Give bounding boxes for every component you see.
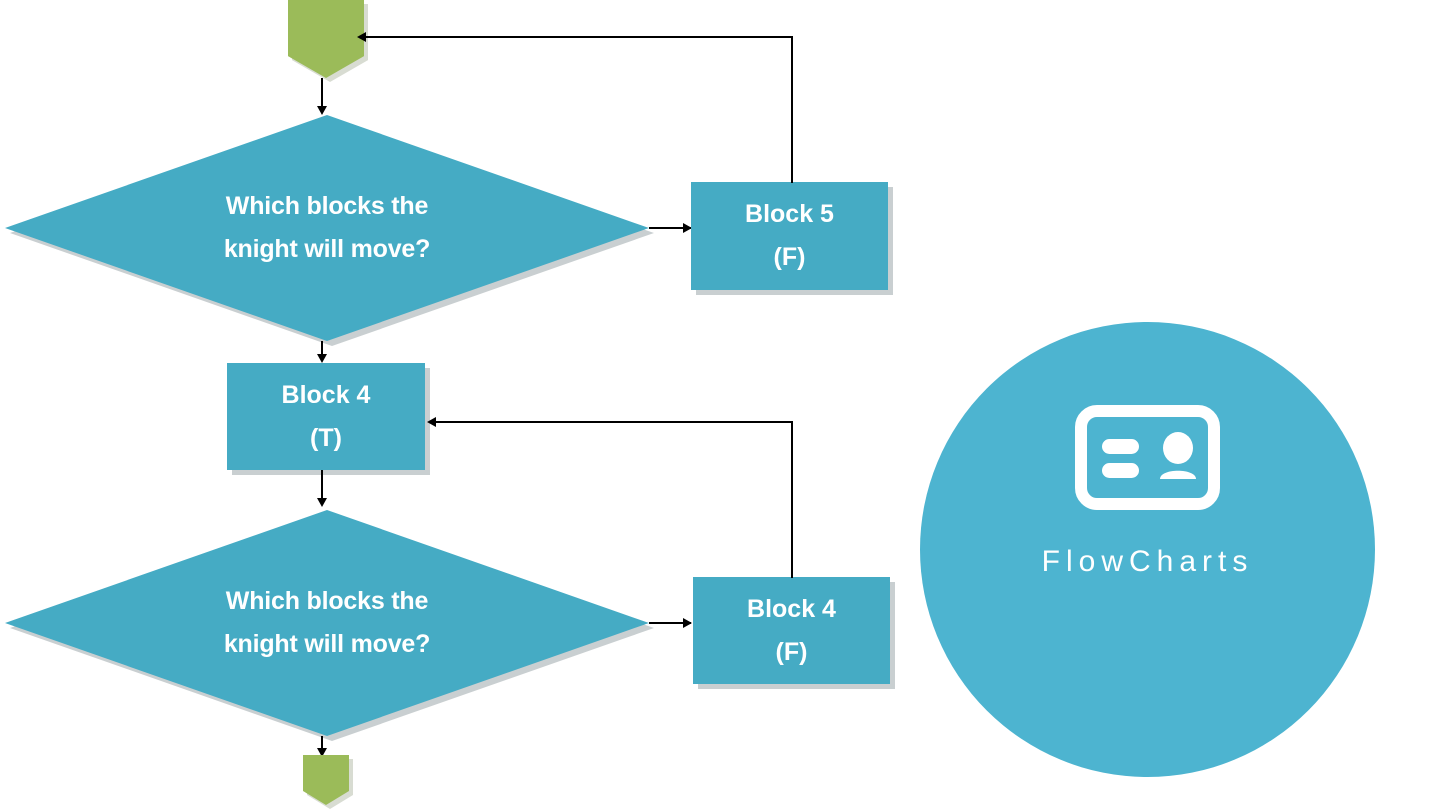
edge-decision1-to-block5-arrowhead — [683, 223, 692, 233]
edge-block4f-to-block4t-vertical — [791, 422, 793, 578]
edge-block4f-to-block4t-horizontal — [435, 421, 793, 423]
edge-start-to-decision1-arrowhead — [317, 106, 327, 115]
edge-block4t-to-decision2-line — [321, 470, 323, 500]
block-4-f[interactable]: Block 4 (F) — [693, 577, 890, 684]
edge-decision1-to-block5-line — [649, 227, 691, 229]
edge-decision1-to-block4t-line — [321, 341, 323, 356]
decision-1-label: Which blocks the knight will move? — [223, 192, 431, 263]
block-5-f[interactable]: Block 5 (F) — [691, 182, 888, 290]
block-4-t[interactable]: Block 4 (T) — [227, 363, 425, 470]
decision-2[interactable]: Which blocks the knight will move? — [5, 510, 649, 736]
block-4-t-label: Block 4 (T) — [281, 380, 371, 452]
edge-block4t-to-decision2-arrowhead — [317, 498, 327, 507]
edge-decision2-to-block4f-line — [649, 622, 691, 624]
edge-start-to-decision1-line — [321, 78, 323, 108]
id-card-icon — [1075, 405, 1220, 510]
edge-decision2-to-end-line — [321, 736, 323, 750]
edge-decision2-to-block4f-arrowhead — [683, 618, 692, 628]
flowcharts-logo-circle — [920, 322, 1375, 777]
edge-decision1-to-block4t-arrowhead — [317, 354, 327, 363]
decision-1[interactable]: Which blocks the knight will move? — [5, 115, 649, 341]
edge-block4f-to-block4t-arrowhead — [427, 417, 436, 427]
decision-2-label: Which blocks the knight will move? — [223, 587, 431, 658]
edge-block5-to-start-vertical — [791, 37, 793, 183]
flowcharts-logo-text: FlowCharts — [1041, 545, 1254, 578]
edge-decision2-to-end-arrowhead — [317, 748, 327, 757]
block-4-f-label: Block 4 (F) — [747, 594, 836, 666]
edge-block5-to-start-arrowhead — [357, 32, 366, 42]
block-5-f-label: Block 5 (F) — [745, 200, 834, 271]
edge-block5-to-start-horizontal — [365, 36, 793, 38]
